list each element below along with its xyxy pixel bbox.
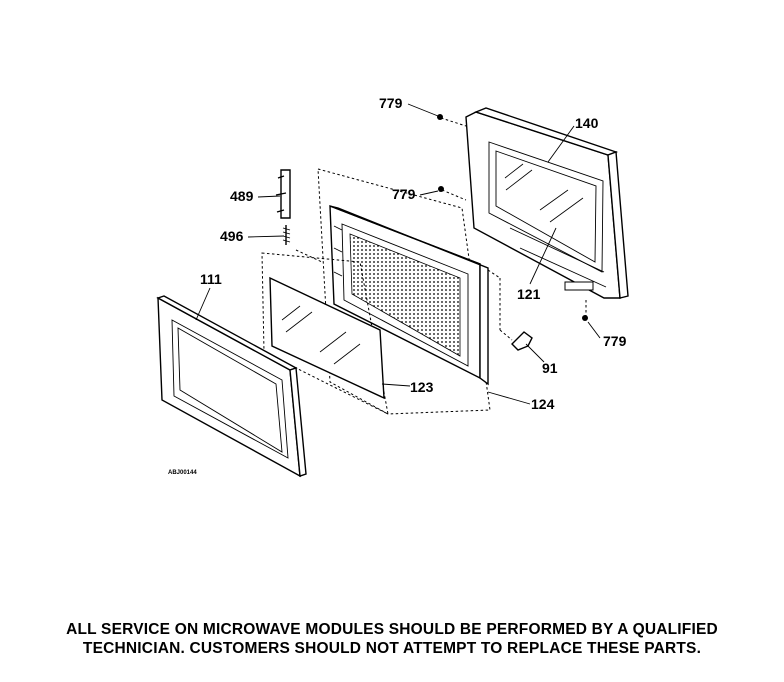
- screw-779-right: [582, 300, 588, 321]
- callout-779-right: 779: [603, 333, 627, 349]
- door-frame-140: [465, 107, 629, 299]
- callout-496: 496: [220, 228, 244, 244]
- callout-140: 140: [575, 115, 599, 131]
- spring-496: [282, 225, 291, 245]
- door-trim-111: [156, 295, 307, 478]
- glass-panel-123: [269, 276, 385, 400]
- leader-lines: [195, 103, 601, 405]
- lever-91: [487, 269, 533, 351]
- screw-779-middle: [438, 186, 467, 201]
- callout-489: 489: [230, 188, 254, 204]
- callout-779-top: 779: [379, 95, 403, 111]
- latch-489: [275, 169, 291, 219]
- service-notice-line-1: ALL SERVICE ON MICROWAVE MODULES SHOULD …: [66, 621, 718, 638]
- callout-124: 124: [531, 396, 555, 412]
- callout-111: 111: [200, 271, 222, 287]
- drawing-code: ABJ00144: [168, 470, 197, 476]
- service-notice-line-2: TECHNICIAN. CUSTOMERS SHOULD NOT ATTEMPT…: [82, 640, 702, 657]
- service-notice: ALL SERVICE ON MICROWAVE MODULES SHOULD …: [0, 620, 784, 658]
- callout-123: 123: [410, 379, 434, 395]
- door-panel-121: [329, 204, 489, 386]
- callout-91: 91: [542, 360, 558, 376]
- screw-779-top: [437, 114, 467, 127]
- latch-dashline: [295, 249, 323, 263]
- callout-121: 121: [517, 286, 541, 302]
- callout-779-middle: 779: [392, 186, 416, 202]
- glass-123-outline: [261, 252, 389, 415]
